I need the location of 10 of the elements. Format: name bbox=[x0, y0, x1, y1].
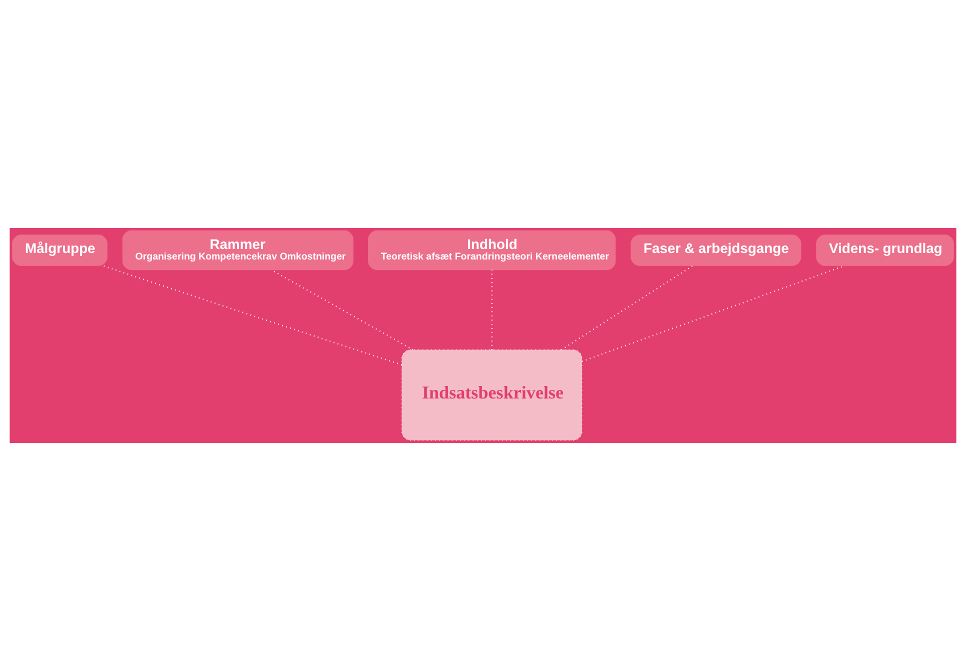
connector bbox=[491, 269, 493, 350]
node-box: Indhold Teoretisk afsæt Forandringsteori Kerneelementer bbox=[368, 230, 616, 270]
node-box: Videns- grundlag bbox=[816, 234, 954, 266]
connector bbox=[102, 264, 402, 365]
connector bbox=[561, 264, 694, 350]
node-box: Indsatsbeskrivelse bbox=[401, 348, 582, 440]
node-box: Rammer Organisering Kompetencekrav Omkostninger bbox=[122, 230, 354, 270]
node-box: Faser & arbejdsgange bbox=[630, 234, 802, 266]
node-box: Målgruppe bbox=[12, 234, 108, 266]
connector bbox=[582, 264, 846, 362]
